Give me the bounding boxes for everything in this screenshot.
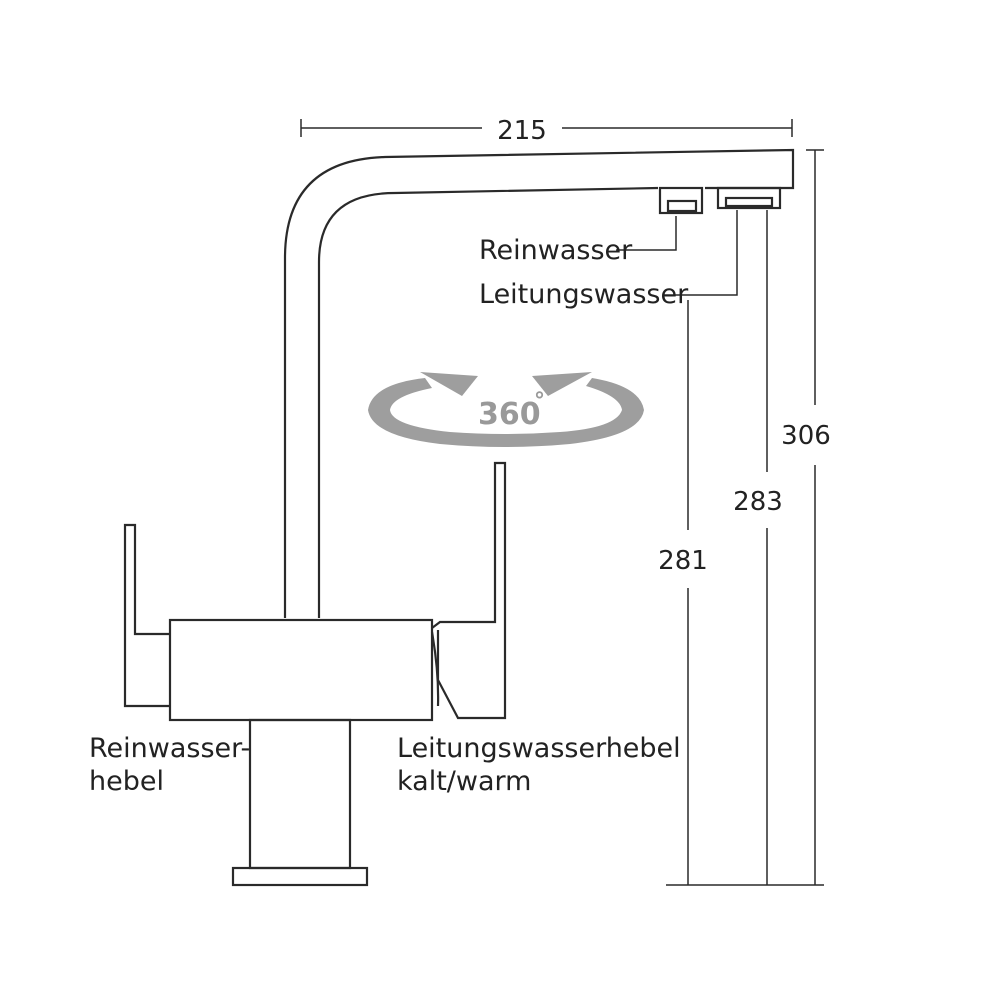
tap-water-nozzle xyxy=(716,186,782,210)
pure-outlet-leader xyxy=(616,216,677,251)
spout-inner xyxy=(317,186,659,618)
width-dimension-label: 215 xyxy=(497,116,547,146)
pure-outlet-height-label: 281 xyxy=(658,546,708,576)
tap-lever-callout-line2: kalt/warm xyxy=(397,766,531,797)
tap-lever-callout-line1: Leitungswasserhebel xyxy=(397,733,681,764)
base-column xyxy=(248,718,352,870)
mixer-body xyxy=(168,618,434,722)
rotation-label: 360 xyxy=(478,397,541,432)
spout-outer xyxy=(283,148,795,618)
tap-outlet-height-label: 283 xyxy=(733,487,783,517)
pure-water-nozzle xyxy=(658,186,704,215)
base-plate xyxy=(231,866,369,887)
tap-outlet-leader xyxy=(664,210,738,296)
pure-lever-callout-line2: hebel xyxy=(89,766,164,797)
pure-lever-callout-line1: Reinwasser- xyxy=(89,733,250,764)
pure-water-lever xyxy=(123,523,170,708)
pure-outlet-callout: Reinwasser xyxy=(479,235,633,266)
total-height-label: 306 xyxy=(781,421,831,451)
rotation-degree-mark: ° xyxy=(534,389,545,414)
tap-outlet-callout: Leitungswasser xyxy=(479,279,689,310)
rotation-arrow-icon xyxy=(368,372,644,447)
tap-water-lever xyxy=(431,461,507,720)
